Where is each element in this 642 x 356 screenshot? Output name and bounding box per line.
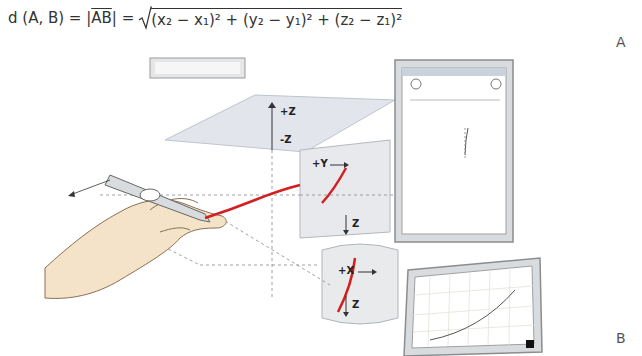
radical-sign [138, 6, 152, 30]
distance-formula: d (A, B) = | AB | = (x₂ − x₁)² + (y₂ − y… [8, 6, 402, 30]
axis-label: Z [352, 299, 359, 310]
panel-letter: B [616, 330, 626, 346]
axis-label: +Z [280, 106, 296, 117]
formula-text: d (A, B) = | [8, 9, 91, 27]
axis-label: -Z [280, 134, 291, 145]
formula-radicand: (x₂ − x₁)² + (y₂ − y₁)² + (z₂ − z₁)² [151, 8, 402, 29]
panel-letter: A [616, 34, 626, 50]
formula-text: | = [112, 9, 134, 27]
vector-name: AB [91, 9, 112, 27]
axis-label: +Y [312, 158, 328, 169]
axis-label: Z [352, 218, 359, 229]
axis-label: +X [338, 265, 354, 276]
